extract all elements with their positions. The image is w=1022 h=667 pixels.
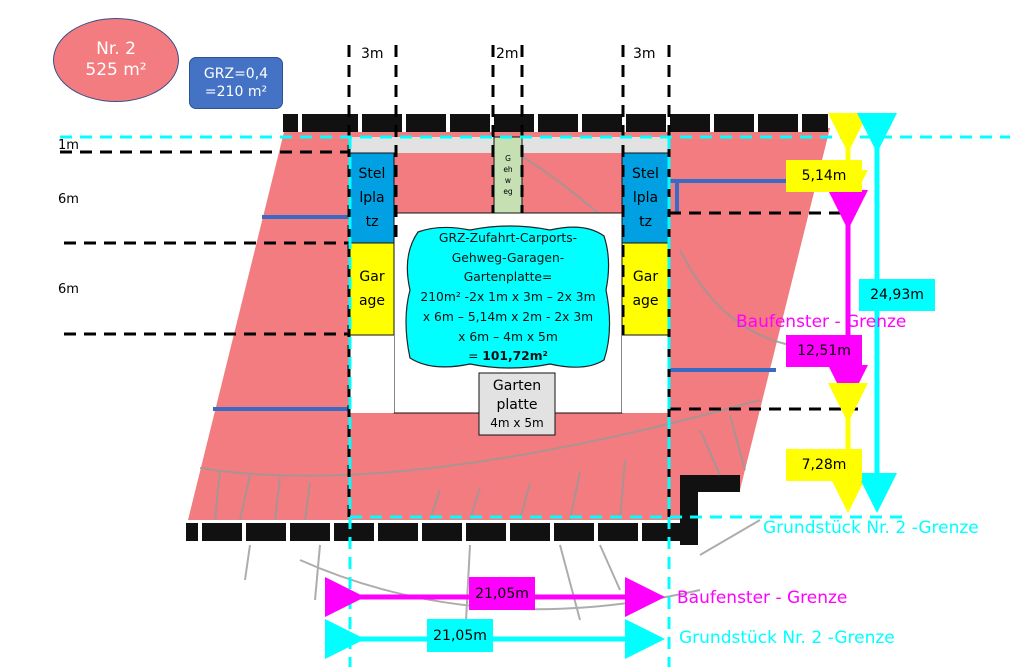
text-line: eg (503, 187, 513, 196)
text-line: G (505, 154, 511, 163)
garage-left-label: Gar age (350, 264, 394, 314)
calc-result-line: = 101,72m² (468, 347, 548, 367)
dim-bottom-setback: 7,28m (786, 449, 862, 481)
inner-garden-left (350, 335, 394, 413)
text-line: age (358, 293, 386, 309)
text-line: eh (503, 165, 513, 174)
text-line: tz (365, 214, 379, 230)
text-line: Stel (358, 166, 386, 182)
bottom-wall (186, 475, 740, 545)
width-label-middle: 2m (496, 46, 519, 62)
dim-baufenster-width: 21,05m (469, 577, 535, 610)
blue-wall-lines (213, 179, 790, 411)
grz-calculation: GRZ-Zufahrt-Carports- Gehweg-Garagen- Ga… (409, 228, 607, 368)
text-line: 4m x 5m (490, 415, 544, 430)
calc-line: Gartenplatte= (463, 270, 553, 285)
text-line: age (632, 293, 659, 309)
height-label-1m: 1m (58, 138, 79, 153)
text-line: Gar (632, 269, 659, 285)
dim-plot-width: 21,05m (427, 619, 493, 652)
dim-plot-depth: 24,93m (859, 279, 935, 311)
legend-grundstueck-side: Grundstück Nr. 2 -Grenze (763, 518, 979, 538)
gehweg-label: G eh w eg (494, 150, 522, 200)
height-label-6m-b: 6m (58, 282, 79, 297)
plot-area-value: 525 m² (85, 60, 147, 80)
text-line: platte (496, 396, 538, 413)
dim-baufenster-depth: 12,51m (786, 335, 862, 367)
text-line: Gar (359, 269, 385, 285)
garage-left-shape (349, 242, 395, 336)
calc-line: Gehweg-Garagen- (451, 250, 565, 265)
legend-baufenster-side: Baufenster - Grenze (736, 312, 907, 332)
calc-result: 101,72m² (482, 349, 548, 364)
garage-right-label: Gar age (622, 264, 669, 314)
text-line: lpla (632, 190, 659, 206)
calc-cloud-shape (405, 225, 611, 369)
calc-result-prefix: = (468, 349, 483, 364)
guide-lines (60, 45, 858, 520)
plot-number: Nr. 2 (96, 39, 136, 59)
width-label-left: 3m (361, 46, 384, 62)
legend-grundstueck-bottom: Grundstück Nr. 2 -Grenze (679, 628, 895, 648)
height-label-6m-a: 6m (58, 192, 79, 207)
grz-badge: GRZ=0,4 =210 m² (189, 57, 283, 109)
stellplatz-left-label: Stel lpla tz (350, 163, 394, 233)
text-line: lpla (359, 190, 385, 206)
calc-line: x 6m – 5,14m x 2m - 2x 3m (422, 309, 594, 324)
text-line: Garten (492, 377, 542, 394)
stellplatz-right-shape (621, 152, 670, 244)
stellplatz-right-label: Stel lpla tz (622, 163, 669, 233)
calc-line: GRZ-Zufahrt-Carports- (438, 230, 578, 245)
legend-baufenster-bottom: Baufenster - Grenze (677, 588, 848, 608)
inner-garden-right (622, 335, 670, 413)
gartenplatte-shape (478, 372, 556, 436)
garage-right-shape (621, 242, 670, 336)
grz-ratio: GRZ=0,4 (203, 66, 269, 82)
plot-number-badge: Nr. 2 525 m² (53, 18, 179, 102)
width-label-right: 3m (633, 46, 656, 62)
calc-line: 210m² -2x 1m x 3m – 2x 3m (420, 290, 596, 305)
text-line: w (504, 176, 512, 185)
dim-top-setback: 5,14m (786, 160, 862, 192)
stellplatz-left-shape (349, 152, 395, 244)
calc-line: x 6m – 4m x 5m (458, 329, 558, 344)
gartenplatte-label: Garten platte 4m x 5m (479, 373, 555, 435)
top-wall (283, 114, 828, 132)
grz-area: =210 m² (204, 84, 268, 100)
text-line: tz (639, 214, 652, 230)
text-line: Stel (632, 166, 659, 182)
